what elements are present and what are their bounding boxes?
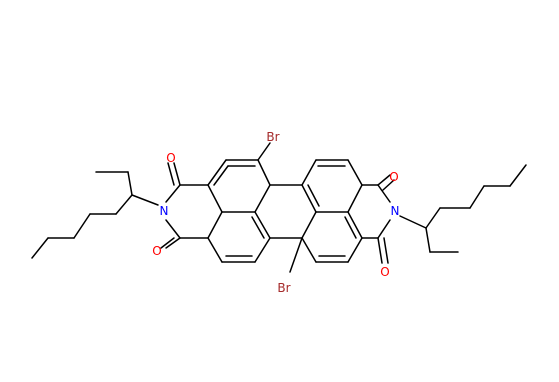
bond	[307, 184, 320, 207]
bond	[207, 159, 227, 186]
bond	[425, 207, 441, 229]
bond	[213, 165, 229, 186]
bond	[301, 211, 317, 239]
bond	[301, 184, 317, 213]
bond	[257, 142, 271, 161]
bond	[377, 237, 383, 264]
bond	[160, 237, 175, 249]
bond	[207, 211, 223, 239]
bond	[425, 227, 431, 253]
bond	[73, 213, 91, 239]
bond	[254, 184, 271, 213]
bond	[207, 237, 223, 263]
bond	[469, 185, 485, 209]
bond	[301, 159, 317, 186]
bond	[207, 184, 223, 213]
bond	[251, 216, 265, 239]
bond	[383, 237, 389, 264]
bond	[347, 211, 363, 239]
atom-label-oxygen: O	[380, 265, 389, 279]
bond	[165, 184, 181, 203]
bond	[382, 179, 395, 191]
bond	[347, 237, 363, 263]
bond	[254, 237, 271, 263]
bond	[289, 237, 303, 273]
bond	[347, 159, 363, 186]
bond	[344, 216, 357, 239]
bond	[31, 237, 49, 259]
bond	[377, 174, 391, 186]
atom-label-oxygen: O	[166, 151, 175, 165]
bond	[165, 237, 181, 249]
bond	[173, 162, 181, 186]
bond	[377, 219, 391, 239]
atom-label-oxygen: O	[389, 170, 398, 184]
bond	[257, 159, 271, 186]
bond	[165, 219, 181, 239]
bond	[254, 211, 271, 239]
bond	[131, 194, 159, 206]
bond	[377, 184, 391, 203]
bond	[509, 164, 527, 187]
bond	[347, 184, 363, 213]
atom-label-nitrogen: N	[160, 204, 169, 218]
atom-label-oxygen: O	[152, 244, 161, 258]
bond	[301, 237, 317, 263]
atom-label-nitrogen: N	[391, 204, 400, 218]
bond	[399, 215, 427, 229]
atom-labels: Br Br N N O O O O	[152, 130, 399, 295]
bond	[127, 171, 133, 196]
bonds	[31, 142, 527, 273]
bond	[167, 162, 175, 186]
atom-label-bromine: Br	[277, 281, 290, 295]
bond	[115, 194, 133, 215]
atom-label-bromine: Br	[266, 130, 279, 144]
